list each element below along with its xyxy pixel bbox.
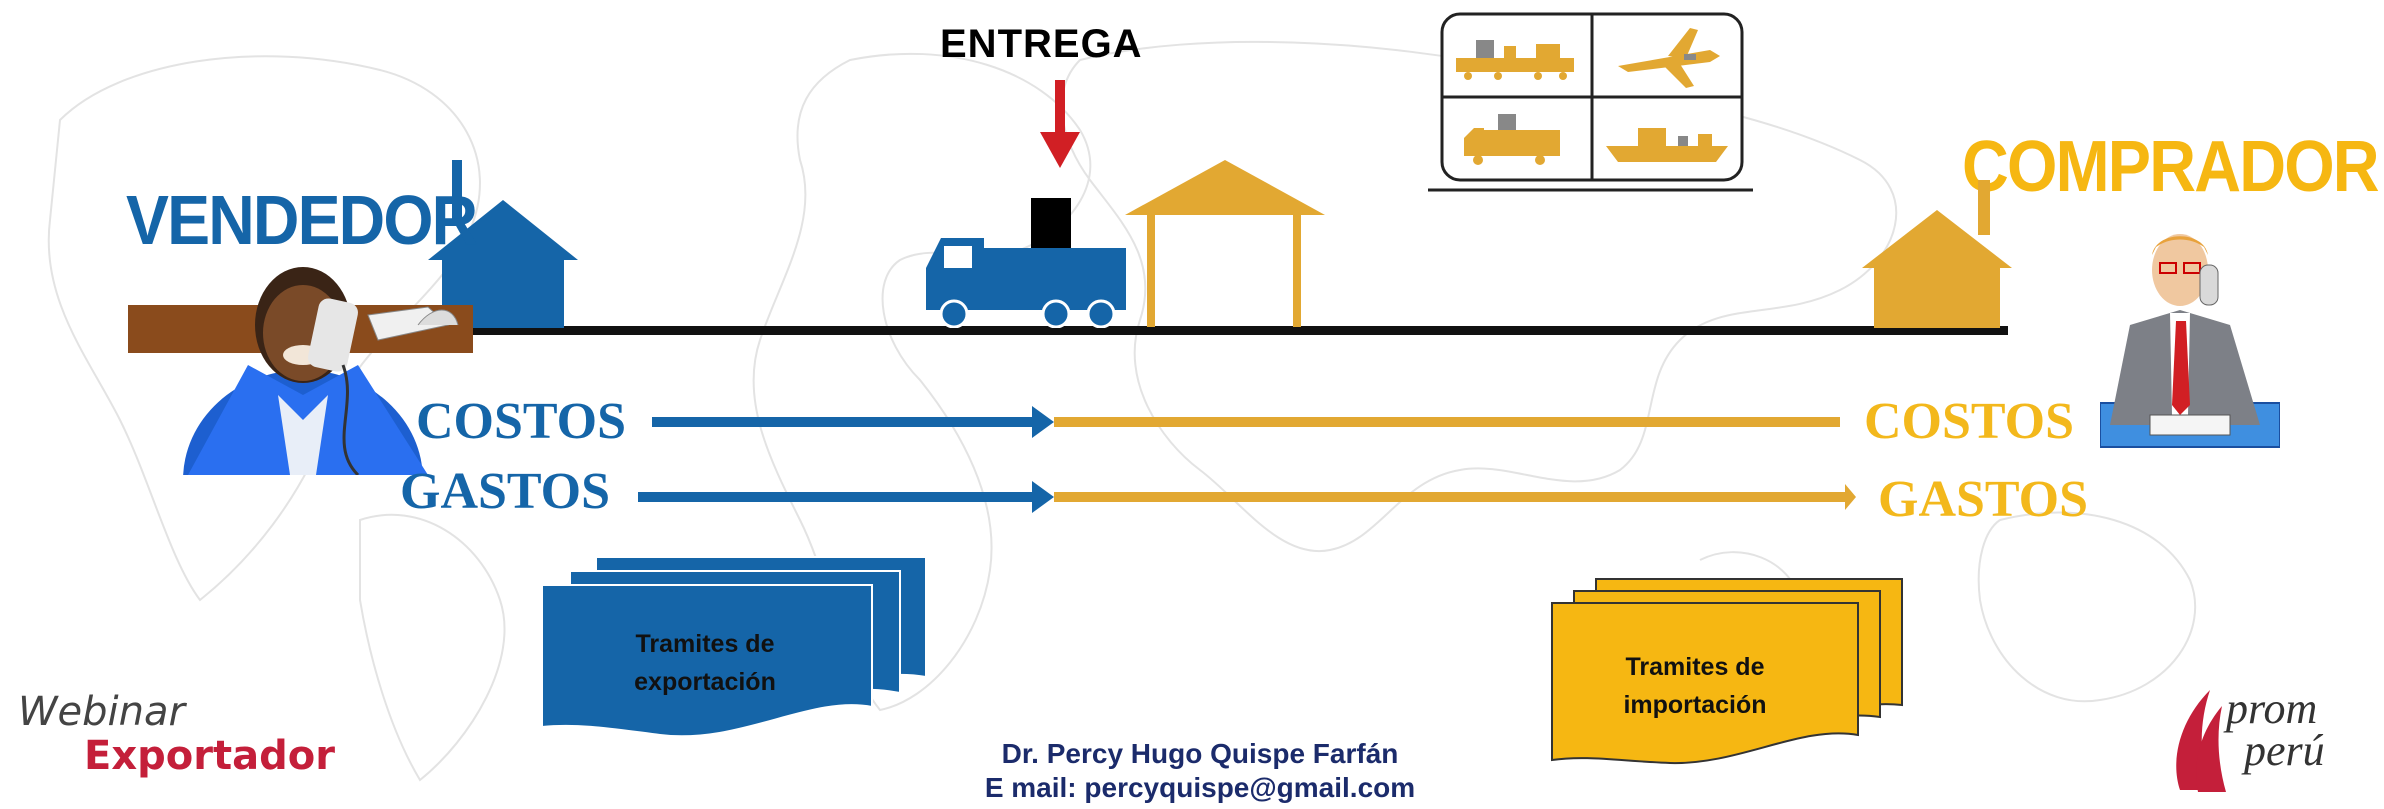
buyer-label: COMPRADOR	[1962, 127, 2380, 207]
export-documents-stack	[541, 556, 927, 738]
seller-house-icon	[428, 160, 578, 328]
webinar-exportador-logo: Webinar Exportador	[18, 690, 335, 778]
delivery-down-arrow-icon	[1040, 80, 1080, 168]
footer-email: E mail: percyquispe@gmail.com	[984, 772, 1416, 803]
seller-person-illustration	[128, 267, 473, 475]
export-documents-label: Tramites de exportación	[590, 625, 820, 701]
promperu-line2: perú	[2244, 726, 2325, 775]
transport-modes-box	[1428, 12, 1753, 192]
webinar-logo-line2: Exportador	[84, 733, 335, 779]
webinar-logo-line1: Webinar	[18, 689, 185, 735]
import-documents-label: Tramites de importación	[1580, 648, 1810, 724]
export-documents-line1: Tramites de	[635, 630, 775, 658]
small-truck-icon	[1464, 114, 1560, 165]
warehouse-shed-icon	[1125, 160, 1325, 327]
import-documents-line2: importación	[1623, 691, 1767, 719]
ship-icon	[1606, 128, 1728, 162]
train-icon	[1456, 40, 1574, 80]
import-documents-stack	[1551, 578, 1903, 765]
left-costos-label: COSTOS	[416, 393, 627, 450]
left-gastos-label: GASTOS	[400, 463, 611, 520]
buyer-person-illustration	[2100, 234, 2280, 448]
gastos-arrow	[638, 481, 1856, 513]
right-costos-label: COSTOS	[1864, 393, 2075, 450]
promperu-logo-mark	[2176, 690, 2226, 792]
import-documents-line1: Tramites de	[1625, 653, 1765, 681]
seller-label: VENDEDOR	[126, 181, 478, 259]
promperu-line1: prom	[2226, 684, 2318, 733]
right-gastos-label: GASTOS	[1878, 471, 2089, 528]
promperu-logo-text: prom perú	[2226, 684, 2384, 775]
footer-author-name: Dr. Percy Hugo Quispe Farfán	[1001, 738, 1399, 769]
delivery-label: ENTREGA	[940, 22, 1143, 66]
truck-icon	[926, 198, 1126, 328]
airplane-icon	[1618, 28, 1720, 88]
costos-arrow	[652, 406, 1840, 438]
export-documents-line2: exportación	[634, 668, 776, 696]
buyer-house-icon	[1862, 180, 2012, 328]
trade-route-line	[468, 326, 2008, 335]
